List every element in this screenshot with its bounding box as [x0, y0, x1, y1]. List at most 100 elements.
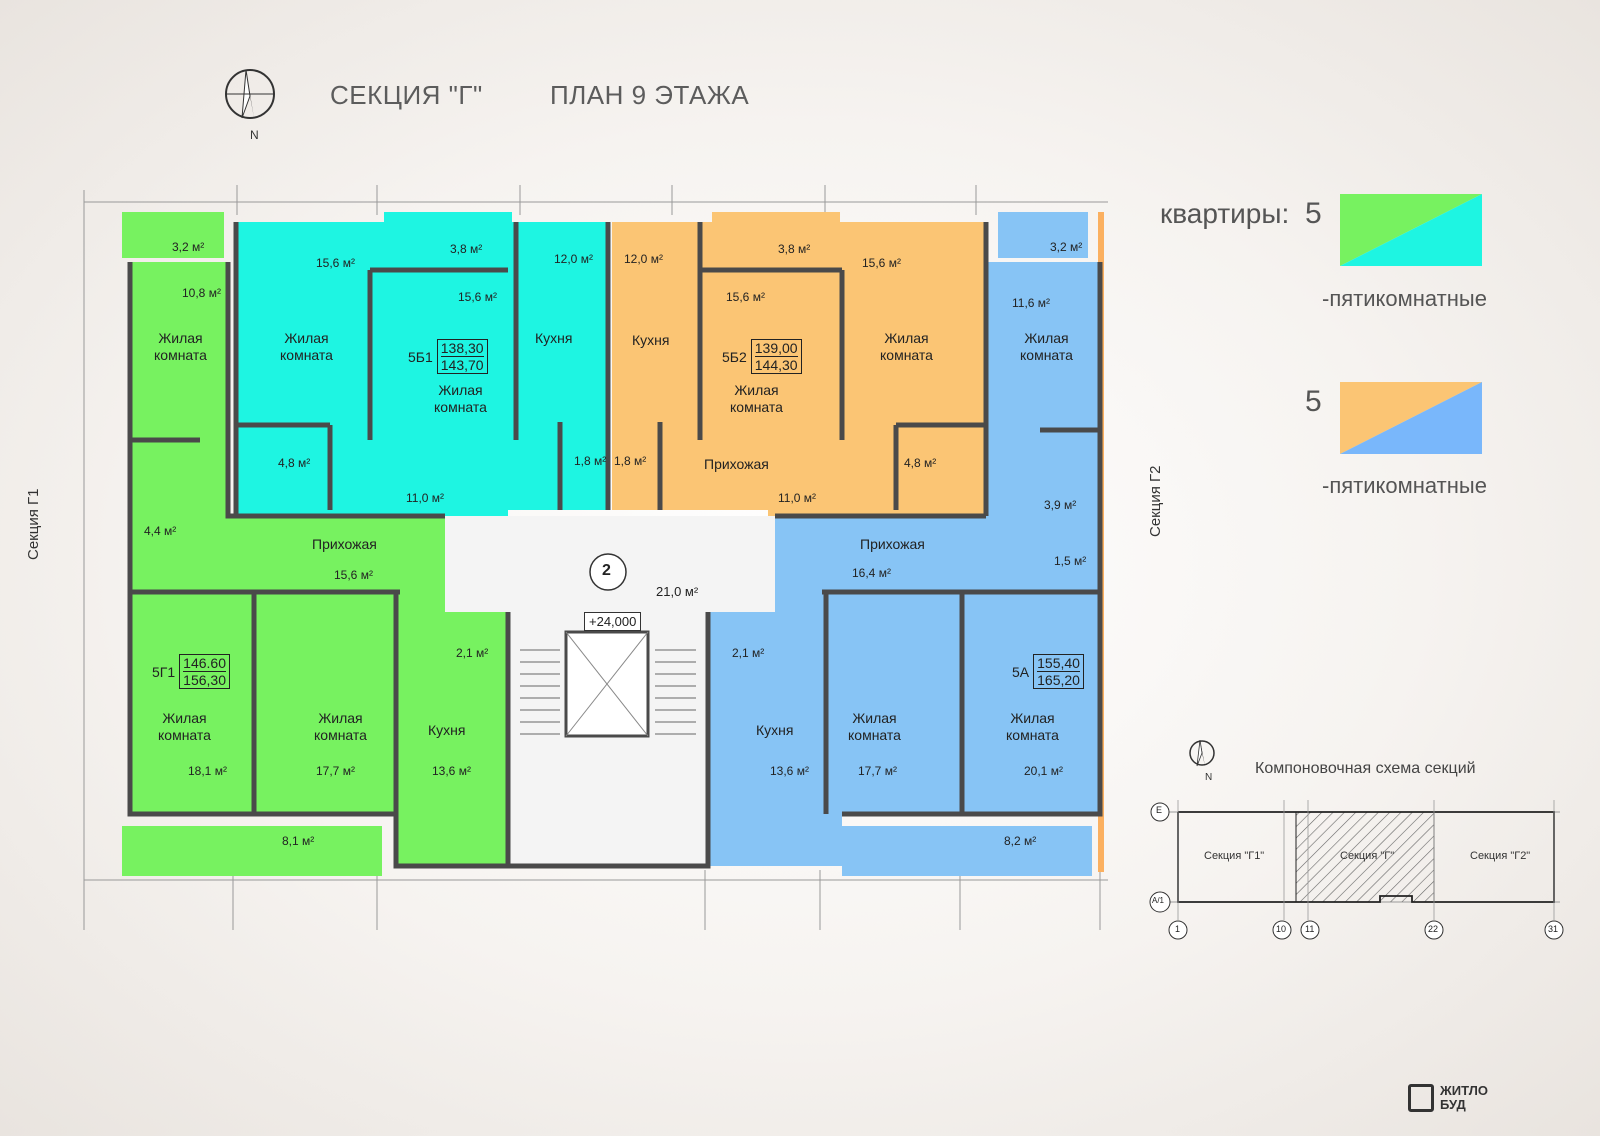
- legend-swatch-1: [1340, 194, 1482, 266]
- room-label-line: Жилая: [158, 330, 203, 346]
- scheme-diagram: Е А/1 1 10 11 22 31 Секция "Г1" Секция "…: [1140, 790, 1580, 950]
- compass: N: [222, 66, 282, 146]
- room-label-line: комната: [280, 347, 333, 363]
- apt-area-1: 139,00: [754, 340, 798, 357]
- room-label-line: комната: [434, 399, 487, 415]
- room-area: 3,8 м²: [450, 242, 483, 256]
- brand-logo: ЖИТЛО БУД: [1408, 1084, 1488, 1112]
- room-area: 11,0 м²: [778, 491, 817, 505]
- room-label: Кухня: [428, 722, 466, 738]
- room-area: 8,2 м²: [1004, 834, 1037, 848]
- room-area: 3,8 м²: [778, 242, 811, 256]
- room-label-line: Жилая: [884, 330, 929, 346]
- room-area: 16,4 м²: [852, 566, 891, 580]
- section-title: СЕКЦИЯ "Г": [330, 80, 483, 110]
- room-area: 13,6 м²: [432, 764, 471, 778]
- room-area: 15,6 м²: [862, 256, 901, 270]
- room-label: Кухня: [632, 332, 670, 348]
- room-area: 15,6 м²: [316, 256, 355, 270]
- room-area: 3,2 м²: [1050, 240, 1083, 254]
- room-label-line: Жилая: [318, 710, 363, 726]
- room-area: 2,1 м²: [732, 646, 765, 660]
- apt-code: 5А: [1012, 663, 1030, 680]
- room-area: 10,8 м²: [182, 286, 221, 300]
- legend-label-1: -пятикомнатные: [1322, 286, 1487, 311]
- room-area: 17,7 м²: [858, 764, 897, 778]
- room-area: 1,8 м²: [574, 454, 607, 468]
- scheme-title: Компоновочная схема секций: [1255, 760, 1476, 777]
- room-label-line: комната: [314, 727, 367, 743]
- room-label: Кухня: [535, 330, 573, 346]
- room-label-line: Жилая: [1024, 330, 1069, 346]
- scheme-axis-a1: А/1: [1152, 896, 1165, 905]
- scheme-col-22: 22: [1428, 924, 1439, 934]
- room-area: 2,1 м²: [456, 646, 489, 660]
- stair-number: 2: [602, 562, 611, 579]
- room-label-line: Жилая: [284, 330, 329, 346]
- scheme-col-1: 1: [1175, 924, 1181, 934]
- scheme-section-g: Секция "Г": [1340, 850, 1395, 862]
- scheme-axis-e: Е: [1156, 805, 1163, 815]
- room-label: Кухня: [756, 722, 794, 738]
- room-area: 15,6 м²: [726, 290, 765, 304]
- room-area: 1,8 м²: [614, 454, 647, 468]
- legend-label-2: -пятикомнатные: [1322, 473, 1487, 498]
- side-label-left: Секция Г1: [25, 488, 42, 560]
- scheme-col-11: 11: [1305, 924, 1315, 934]
- apt-area-2: 165,20: [1037, 672, 1080, 688]
- brand-mark-icon: [1408, 1084, 1434, 1112]
- room-label-line: Жилая: [162, 710, 207, 726]
- legend-swatch-2: [1340, 382, 1482, 454]
- scheme-compass: N: [1187, 738, 1217, 786]
- floor-title: ПЛАН 9 ЭТАЖА: [550, 80, 750, 110]
- room-area: 11,6 м²: [1012, 296, 1051, 310]
- apt-code: 5Г1: [152, 663, 176, 680]
- elevation-mark: +24,000: [584, 612, 642, 631]
- room-area: 1,5 м²: [1054, 554, 1087, 568]
- apt-area-2: 144,30: [754, 357, 798, 373]
- room-label-line: комната: [1020, 347, 1073, 363]
- room-label: Прихожая: [704, 456, 769, 472]
- room-area: 18,1 м²: [188, 764, 227, 778]
- apt-area-1: 146.60: [183, 655, 226, 672]
- room-label-line: комната: [1006, 727, 1059, 743]
- legend-count-1: 5: [1305, 197, 1322, 230]
- room-area: 15,6 м²: [334, 568, 373, 582]
- room-label: Прихожая: [312, 536, 377, 552]
- apt-area-1: 138,30: [440, 340, 484, 357]
- room-area: 3,9 м²: [1044, 498, 1077, 512]
- brand-line-1: ЖИТЛО: [1440, 1083, 1488, 1098]
- compass-label: N: [250, 128, 259, 142]
- room-label-line: комната: [848, 727, 901, 743]
- room-area: 12,0 м²: [624, 252, 663, 266]
- legend-title: квартиры:: [1160, 198, 1290, 229]
- room-area: 20,1 м²: [1024, 764, 1063, 778]
- room-label-line: комната: [158, 727, 211, 743]
- scheme-col-10: 10: [1276, 924, 1287, 934]
- side-label-right: Секция Г2: [1147, 465, 1164, 537]
- room-area: 12,0 м²: [554, 252, 593, 266]
- room-label-line: комната: [880, 347, 933, 363]
- room-label-line: Жилая: [734, 382, 779, 398]
- apt-code: 5Б2: [722, 348, 747, 365]
- room-label-line: Жилая: [852, 710, 897, 726]
- apt-area-2: 143,70: [440, 357, 484, 373]
- apt-code: 5Б1: [408, 348, 433, 365]
- room-label-line: комната: [730, 399, 783, 415]
- legend-count-2: 5: [1305, 385, 1322, 418]
- room-area: 3,2 м²: [172, 240, 205, 254]
- brand-line-2: БУД: [1440, 1097, 1466, 1112]
- room-area: 4,4 м²: [144, 524, 177, 538]
- scheme-col-31: 31: [1548, 924, 1559, 934]
